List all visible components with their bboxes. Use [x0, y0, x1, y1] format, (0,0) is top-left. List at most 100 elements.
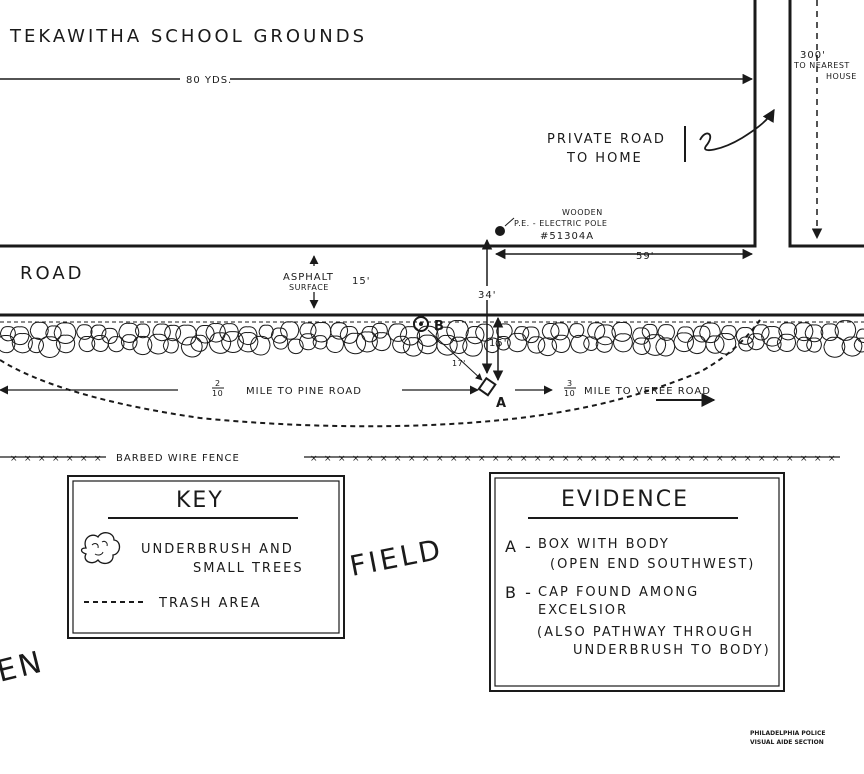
pole-label-1: WOODEN [562, 208, 603, 217]
key-box-outer [67, 475, 345, 639]
mile-pine-label: MILE TO PINE ROAD [246, 386, 362, 397]
fence-barb: × [394, 454, 402, 464]
underbrush-shrub [506, 332, 528, 353]
underbrush-shrub [221, 331, 244, 353]
fence-barb: × [604, 454, 612, 464]
underbrush-shrub [713, 333, 737, 355]
underbrush-legend-icon [80, 532, 121, 565]
partial-word-label: EN [0, 644, 48, 689]
body-measurements: 34' 15' 17' [427, 238, 506, 382]
fence-barb: × [828, 454, 836, 464]
underbrush-shrub [339, 326, 359, 344]
house-property-outline [788, 0, 864, 248]
fence-barb: × [66, 454, 74, 464]
evidence-box-inner [494, 477, 780, 687]
fence-barb: × [772, 454, 780, 464]
underbrush-shrub [747, 333, 765, 351]
marker-b-label: B [434, 319, 446, 334]
private-road-label-1: PRIVATE ROAD [547, 132, 666, 147]
underbrush-shrub [392, 335, 411, 354]
dimension-17-line [427, 329, 483, 381]
underbrush-shrub [180, 336, 203, 358]
underbrush-shrub [237, 326, 258, 346]
underbrush-shrub [643, 334, 667, 356]
barbed-wire-fence: ××××××××××××××××××××××××××××××××××××××××… [0, 453, 840, 464]
field-label: FIELD [347, 532, 446, 582]
road: ROAD ASPHALT SURFACE 15' [0, 255, 864, 317]
fence-barb: × [80, 454, 88, 464]
underbrush-shrub [820, 323, 839, 342]
underbrush-shrub [537, 337, 558, 357]
fence-barb: × [730, 454, 738, 464]
credit-line-2: VISUAL AIDE SECTION [750, 739, 824, 746]
school-grounds-block: TEKAWITHA SCHOOL GROUNDS 80 YDS. [0, 0, 757, 248]
evidence-marker-b: B [413, 316, 446, 334]
fence-barb: × [450, 454, 458, 464]
underbrush-shrub [107, 336, 125, 353]
pole-label-3: #51304A [540, 231, 594, 242]
dimension-34-label: 34' [478, 290, 496, 301]
underbrush-shrub [841, 336, 863, 357]
underbrush-shrub [38, 336, 61, 359]
underbrush-shrub [78, 335, 96, 353]
fence-barb: × [786, 454, 794, 464]
asphalt-label-bg [282, 266, 346, 292]
school-grounds-label: TEKAWITHA SCHOOL GROUNDS [9, 26, 367, 47]
cap-marker-dot [419, 322, 423, 326]
fence-barb: × [618, 454, 626, 464]
underbrush-shrub [399, 326, 421, 346]
underbrush-shrub [53, 322, 77, 344]
private-road-arrow [699, 108, 775, 152]
electric-pole-leader [504, 217, 515, 227]
mile-veree-numerator: 3 [567, 379, 573, 388]
underbrush-band [0, 320, 864, 359]
underbrush-shrub [0, 326, 16, 342]
underbrush-shrub [583, 336, 599, 351]
underbrush-shrub [371, 332, 392, 352]
underbrush-shrub [449, 336, 468, 354]
underbrush-shrub [632, 327, 651, 345]
underbrush-shrub [527, 336, 546, 354]
underbrush-shrub [721, 325, 737, 341]
fence-barb: × [534, 454, 542, 464]
key-trash-label: TRASH AREA [158, 596, 262, 611]
underbrush-shrub [343, 332, 367, 355]
fence-barb: × [10, 454, 18, 464]
underbrush-shrub [118, 322, 140, 343]
underbrush-shrub [855, 328, 864, 344]
underbrush-shrub [587, 322, 606, 340]
underbrush-shrub [258, 324, 274, 340]
credit-line-1: PHILADELPHIA POLICE [750, 730, 825, 737]
fence-barb: × [324, 454, 332, 464]
underbrush-shrub [9, 326, 30, 346]
asphalt-label-2: SURFACE [289, 283, 329, 292]
underbrush-shrub [361, 326, 379, 343]
underbrush-shrub [686, 335, 707, 355]
underbrush-shrub [522, 326, 540, 344]
evidence-a-marker: A - [505, 537, 533, 556]
pole-label-2: P.E. - ELECTRIC POLE [514, 219, 607, 228]
fence-barb: × [632, 454, 640, 464]
fence-barb: × [506, 454, 514, 464]
underbrush-shrub [568, 323, 585, 338]
fence-barb: × [94, 454, 102, 464]
fence-barb: × [590, 454, 598, 464]
fence-barb: × [744, 454, 752, 464]
underbrush-shrub [612, 333, 633, 353]
evidence-box: EVIDENCE A - BOX WITH BODY (OPEN END SOU… [489, 472, 785, 692]
underbrush-shrub [446, 320, 469, 342]
evidence-b-line-3: (ALSO PATHWAY THROUGH [537, 625, 754, 640]
underbrush-shrub [175, 324, 198, 346]
fence-barb: × [562, 454, 570, 464]
fence-barb: × [310, 454, 318, 464]
underbrush-shrub [249, 335, 271, 356]
dimension-17-label: 17' [452, 359, 466, 368]
evidence-b-line-4: UNDERBRUSH TO BODY) [573, 643, 771, 658]
underbrush-shrub [190, 334, 209, 352]
underbrush-shrub [329, 322, 349, 340]
fence-barb: × [520, 454, 528, 464]
underbrush-shrub [595, 336, 613, 353]
fence-barb: × [24, 454, 32, 464]
mile-pine-numerator: 2 [215, 379, 221, 388]
key-underbrush-label-1: UNDERBRUSH AND [141, 542, 294, 557]
